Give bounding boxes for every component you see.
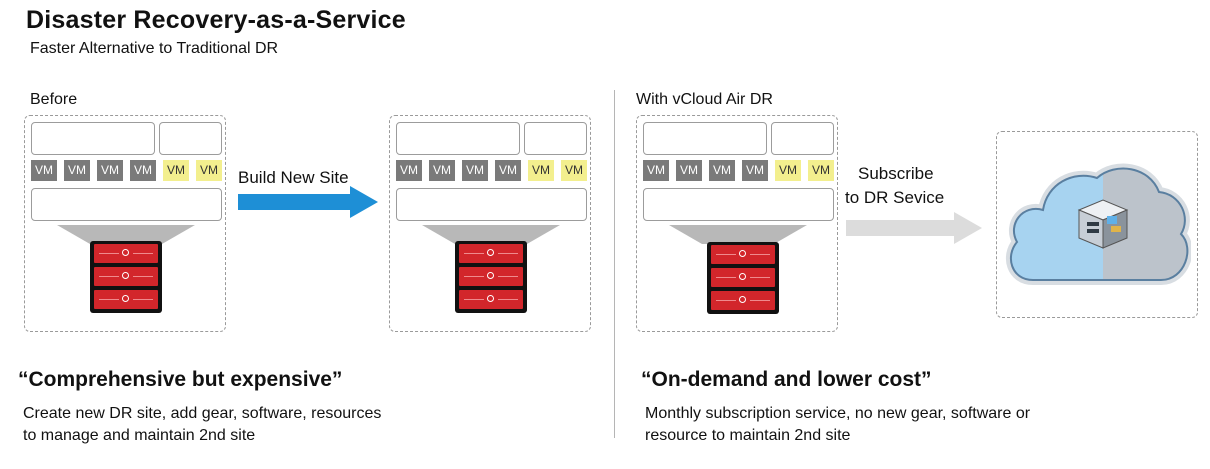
server-rack-icon <box>455 241 527 313</box>
vm-tile-highlight: VM <box>528 160 554 181</box>
with-vcloud-label: With vCloud Air DR <box>636 91 773 108</box>
app-box-large <box>643 122 767 155</box>
vm-tile-highlight: VM <box>196 160 222 181</box>
app-box-large <box>31 122 155 155</box>
vm-tile: VM <box>709 160 735 181</box>
funnel-shape <box>57 225 195 244</box>
build-new-site-label: Build New Site <box>238 168 349 187</box>
arrow-label-build: Build New Site <box>238 168 349 188</box>
app-box-small <box>771 122 834 155</box>
server-unit <box>711 245 775 264</box>
app-box-large <box>396 122 520 155</box>
server-unit <box>459 267 523 286</box>
right-description-line1: Monthly subscription service, no new gea… <box>645 405 1031 422</box>
app-box-small <box>524 122 587 155</box>
diagram-title: Disaster Recovery-as-a-Service <box>26 6 406 34</box>
left-description-line2: to manage and maintain 2nd site <box>23 427 256 444</box>
vm-row: VM VM VM VM VM VM <box>643 160 834 181</box>
app-box-small <box>159 122 222 155</box>
vm-row: VM VM VM VM VM VM <box>396 160 587 181</box>
left-quote: “Comprehensive but expensive” <box>18 368 343 391</box>
cube-icon <box>1077 199 1129 249</box>
server-unit <box>459 244 523 263</box>
gray-arrow-icon <box>846 212 982 244</box>
left-description-line1: Create new DR site, add gear, software, … <box>23 405 382 422</box>
datacenter-panel-before: VM VM VM VM VM VM <box>24 115 226 332</box>
cloud-panel <box>996 131 1198 318</box>
vm-tile-highlight: VM <box>561 160 587 181</box>
subscribe-label-line1: Subscribe <box>858 164 934 183</box>
vm-tile: VM <box>130 160 156 181</box>
vm-tile: VM <box>64 160 90 181</box>
vm-tile: VM <box>396 160 422 181</box>
datacenter-panel-vcloud: VM VM VM VM VM VM <box>636 115 838 332</box>
vm-tile-highlight: VM <box>163 160 189 181</box>
server-unit <box>94 244 158 263</box>
server-unit <box>94 267 158 286</box>
subscribe-label-line2: to DR Sevice <box>845 188 945 207</box>
vm-tile: VM <box>429 160 455 181</box>
blue-arrow-icon <box>238 186 378 218</box>
vm-tile-highlight: VM <box>808 160 834 181</box>
datacenter-panel-new-site: VM VM VM VM VM VM <box>389 115 591 332</box>
server-rack-icon <box>90 241 162 313</box>
funnel-shape <box>669 225 807 244</box>
vm-tile: VM <box>495 160 521 181</box>
right-description-line2: resource to maintain 2nd site <box>645 427 851 444</box>
infrastructure-box <box>396 188 587 221</box>
server-rack-icon <box>707 242 779 314</box>
infrastructure-box <box>643 188 834 221</box>
vm-tile: VM <box>97 160 123 181</box>
funnel-shape <box>422 225 560 244</box>
vm-tile: VM <box>462 160 488 181</box>
vm-tile-highlight: VM <box>775 160 801 181</box>
infrastructure-box <box>31 188 222 221</box>
server-unit <box>459 290 523 309</box>
diagram-subtitle: Faster Alternative to Traditional DR <box>30 40 279 57</box>
before-label: Before <box>30 91 78 108</box>
vm-tile: VM <box>31 160 57 181</box>
vm-tile: VM <box>643 160 669 181</box>
server-unit <box>711 291 775 310</box>
vm-tile: VM <box>742 160 768 181</box>
server-unit <box>94 290 158 309</box>
vcloud-air-cloud-icon <box>1005 163 1191 285</box>
server-unit <box>711 268 775 287</box>
section-divider <box>614 90 615 438</box>
vm-tile: VM <box>676 160 702 181</box>
right-quote: “On-demand and lower cost” <box>641 368 932 391</box>
vm-row: VM VM VM VM VM VM <box>31 160 222 181</box>
